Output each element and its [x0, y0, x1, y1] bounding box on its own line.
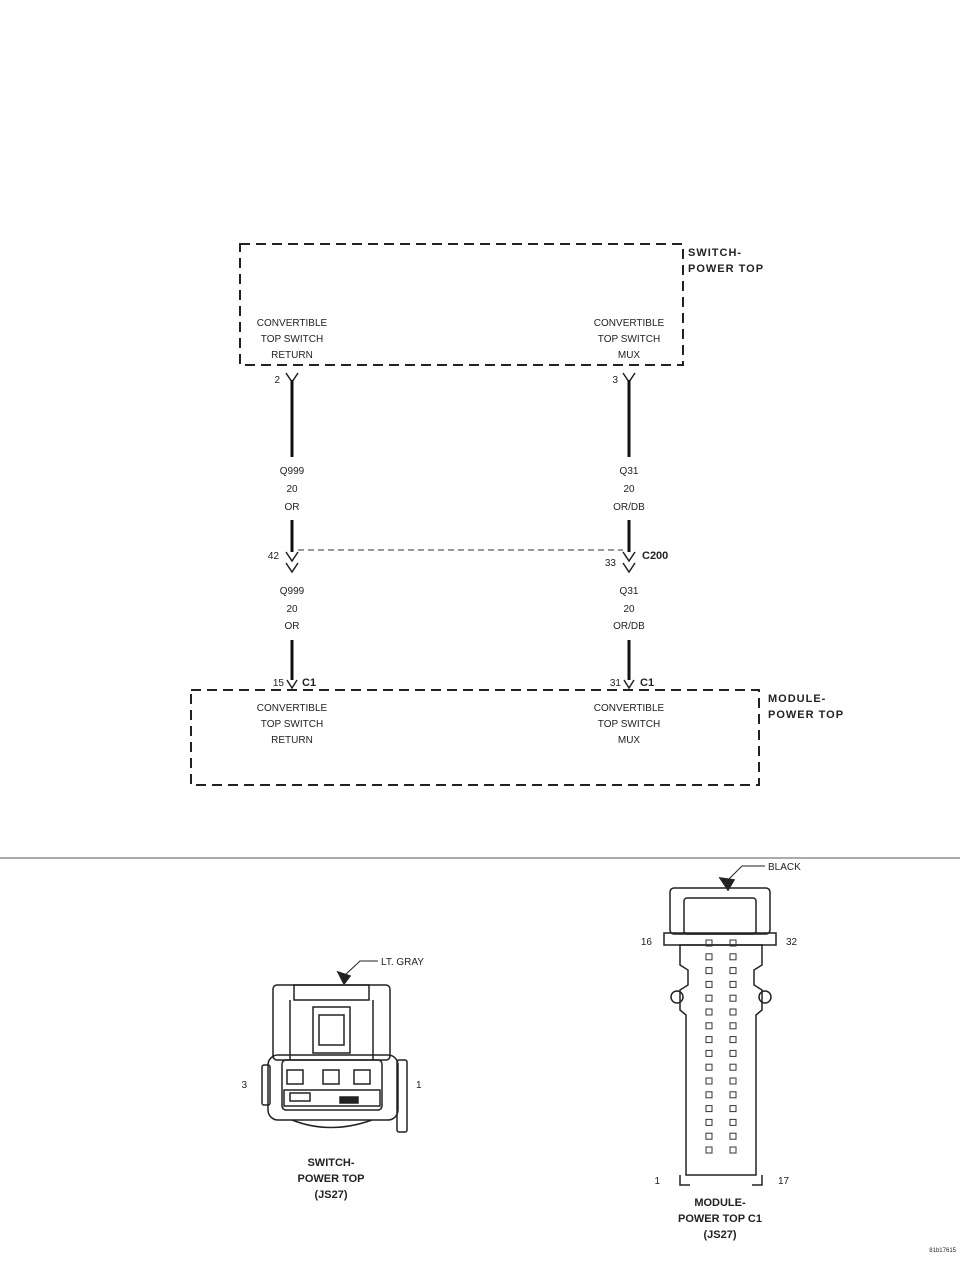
module-connector-pin-32: 32	[786, 937, 798, 948]
module-connector-pin-17: 17	[778, 1176, 790, 1187]
module-left-label-line3: RETURN	[271, 735, 313, 746]
switch-connector-drawing	[261, 960, 408, 1133]
switch-right-label-line1: CONVERTIBLE	[594, 318, 665, 329]
right-bottom-terminal-icon	[623, 679, 635, 690]
module-pin-cavity	[729, 1077, 737, 1085]
module-pin-cavity	[705, 1132, 713, 1140]
left-pin-inline: 42	[268, 551, 280, 562]
module-pin-cavity	[705, 980, 713, 988]
right-pin-bottom: 31	[610, 678, 622, 689]
switch-right-label-line2: TOP SWITCH	[598, 334, 660, 345]
right-wire-upper-gauge: 20	[623, 484, 635, 495]
module-right-label-line3: MUX	[618, 735, 641, 746]
switch-module-name-line1: SWITCH-	[688, 247, 742, 259]
module-pin-cavity	[729, 1118, 737, 1126]
module-pin-cavity	[705, 967, 713, 975]
module-pin-cavity	[729, 1091, 737, 1099]
module-left-label-line2: TOP SWITCH	[261, 719, 323, 730]
module-connector-pin-1: 1	[654, 1176, 660, 1187]
module-pin-cavity	[729, 939, 737, 947]
switch-connector-title-line1: SWITCH-	[307, 1157, 354, 1169]
module-pin-cavity	[729, 1022, 737, 1030]
inline-connector-name: C200	[642, 550, 668, 562]
left-inline-connector-icon	[285, 551, 299, 574]
figure-id: 81b17615	[929, 1248, 956, 1254]
module-pin-cavity	[705, 1077, 713, 1085]
switch-connector-title-line3: (JS27)	[314, 1189, 347, 1201]
module-pin-cavity	[729, 967, 737, 975]
module-pin-cavity	[705, 1105, 713, 1113]
module-connector-color: BLACK	[768, 862, 801, 873]
switch-connector-color: LT. GRAY	[381, 957, 424, 968]
left-wire-lower-id: Q999	[280, 586, 305, 597]
module-pin-cavity	[729, 1008, 737, 1016]
switch-right-label-line3: MUX	[618, 350, 641, 361]
module-pin-cavity	[705, 1118, 713, 1126]
right-wire-upper-id: Q31	[620, 466, 639, 477]
module-right-label-line2: TOP SWITCH	[598, 719, 660, 730]
module-connector-title-line1: MODULE-	[694, 1197, 746, 1209]
right-wire-lower-id: Q31	[620, 586, 639, 597]
left-wire-upper-color: OR	[285, 502, 300, 513]
module-pin-cavity	[705, 1022, 713, 1030]
right-wire-lower-gauge: 20	[623, 604, 635, 615]
module-connector-drawing	[663, 865, 777, 1186]
switch-connector-pin-left: 3	[241, 1080, 247, 1091]
module-pin-cavity	[705, 1063, 713, 1071]
module-pin-cavity	[729, 1063, 737, 1071]
left-bottom-terminal-icon	[286, 679, 298, 690]
right-pin-inline: 33	[605, 558, 617, 569]
module-connector-pin-16: 16	[641, 937, 653, 948]
right-pin-top: 3	[612, 375, 618, 386]
left-wire-upper-id: Q999	[280, 466, 305, 477]
switch-module-outline	[239, 243, 684, 366]
left-connector-bottom: C1	[302, 677, 316, 689]
right-inline-connector-icon	[622, 551, 636, 574]
switch-left-label-line2: TOP SWITCH	[261, 334, 323, 345]
switch-left-label-line3: RETURN	[271, 350, 313, 361]
module-pin-cavity	[729, 953, 737, 961]
right-connector-bottom: C1	[640, 677, 654, 689]
left-pin-top: 2	[274, 375, 280, 386]
module-pin-cavity	[729, 994, 737, 1002]
switch-connector-title-line2: POWER TOP	[297, 1173, 364, 1185]
module-pin-cavity	[729, 1132, 737, 1140]
module-pin-cavity	[729, 1146, 737, 1154]
module-left-label-line1: CONVERTIBLE	[257, 703, 328, 714]
module-connector-pins	[705, 939, 737, 1154]
switch-module-name-line2: POWER TOP	[688, 263, 764, 275]
module-pin-cavity	[705, 1008, 713, 1016]
module-pin-cavity	[729, 980, 737, 988]
module-right-label-line1: CONVERTIBLE	[594, 703, 665, 714]
left-wire-lower-color: OR	[285, 621, 300, 632]
module-pin-cavity	[705, 994, 713, 1002]
switch-left-label-line1: CONVERTIBLE	[257, 318, 328, 329]
left-pin-bottom: 15	[273, 678, 285, 689]
right-wire-lower-color: OR/DB	[613, 621, 645, 632]
power-module-name-line1: MODULE-	[768, 693, 826, 705]
module-pin-cavity	[729, 1105, 737, 1113]
power-module-name-line2: POWER TOP	[768, 709, 844, 721]
module-pin-cavity	[705, 1049, 713, 1057]
module-pin-cavity	[705, 1091, 713, 1099]
module-pin-cavity	[729, 1036, 737, 1044]
module-connector-title-line3: (JS27)	[703, 1229, 736, 1241]
switch-connector-pin-right: 1	[416, 1080, 422, 1091]
module-pin-cavity	[705, 939, 713, 947]
module-pin-cavity	[705, 1036, 713, 1044]
left-wire-lower-gauge: 20	[286, 604, 298, 615]
power-module-outline	[190, 689, 760, 786]
module-connector-title-line2: POWER TOP C1	[678, 1213, 762, 1225]
right-wire-upper-color: OR/DB	[613, 502, 645, 513]
module-pin-cavity	[729, 1049, 737, 1057]
module-pin-cavity	[705, 953, 713, 961]
module-pin-cavity	[705, 1146, 713, 1154]
left-wire-upper-gauge: 20	[286, 484, 298, 495]
